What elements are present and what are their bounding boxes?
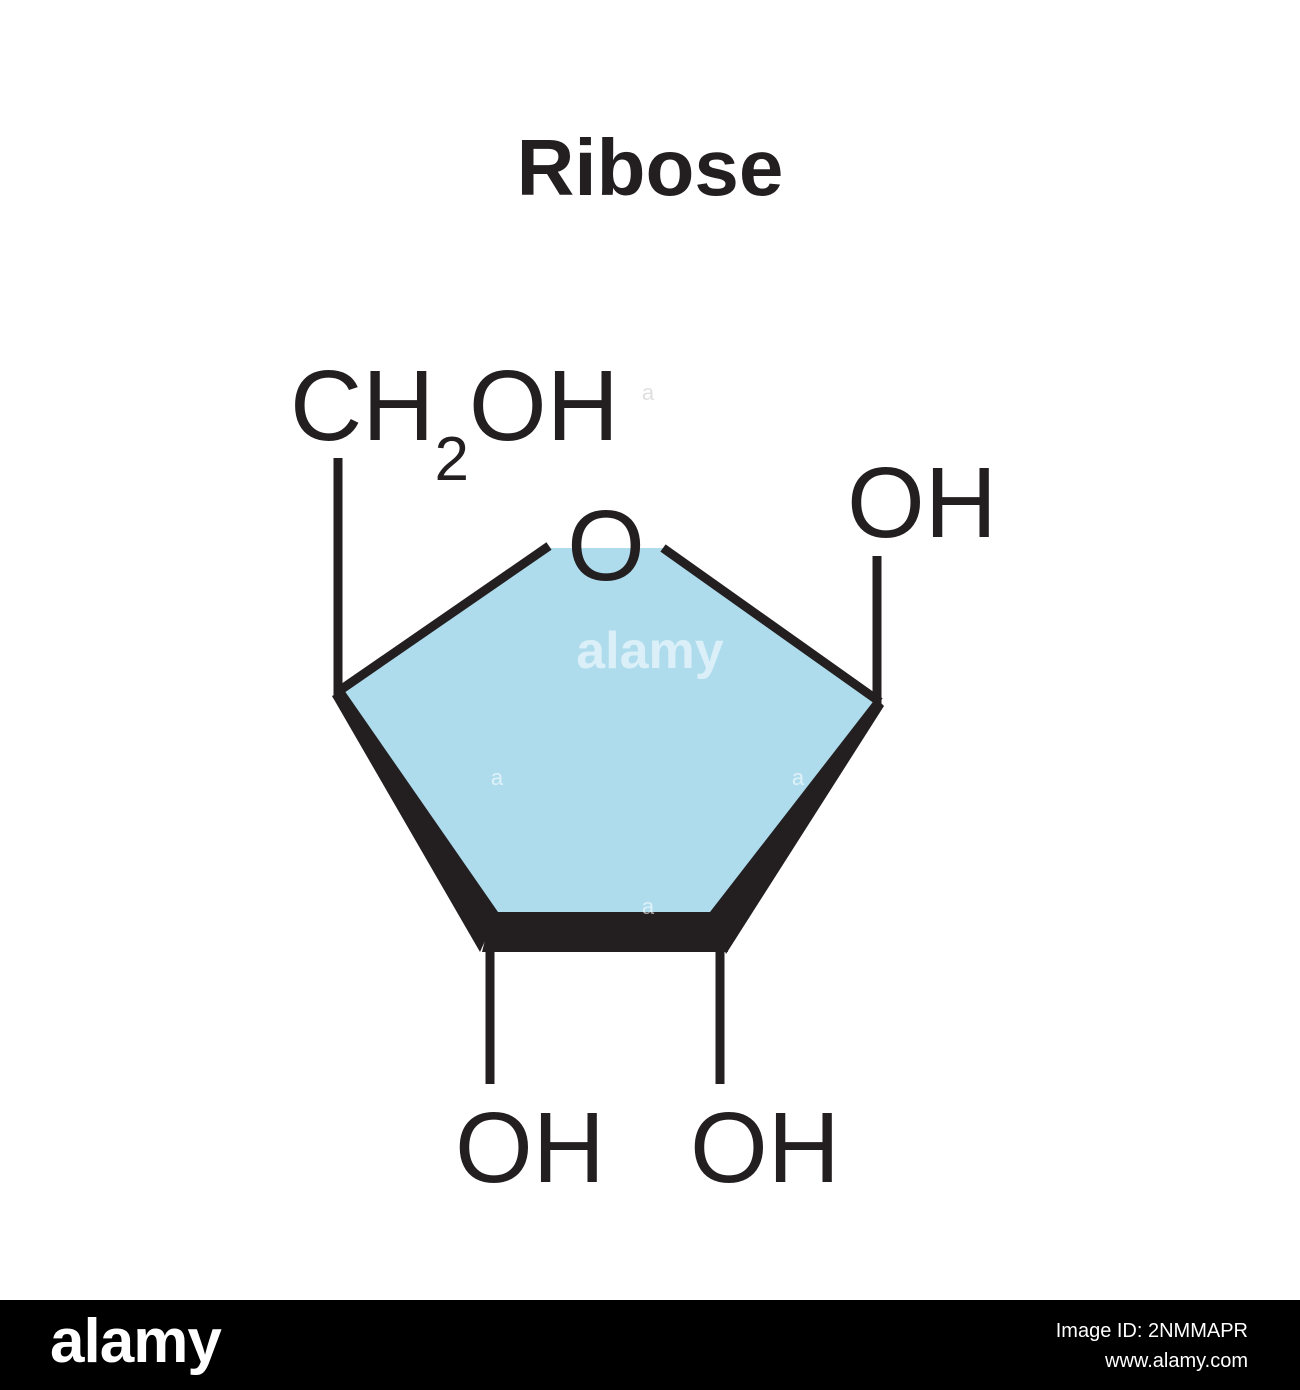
watermark-mark-right: a	[792, 765, 805, 790]
watermark-center: alamy	[576, 622, 724, 680]
substituent-bonds	[333, 458, 882, 1084]
oh-label-bottom-left: OH	[455, 1092, 605, 1204]
diagram-canvas: Ribose O CH2OH OH OH OH alamy	[290, 123, 997, 1204]
ring-oxygen-label: O	[567, 490, 645, 602]
ch2oh-ch: CH	[290, 350, 434, 462]
ch2oh-subscript: 2	[434, 425, 468, 494]
footer-logo[interactable]: alamy	[50, 1307, 222, 1376]
wedge-bond-left	[332, 690, 498, 952]
watermark-mark-top: a	[642, 380, 655, 405]
bond-c4-o	[333, 542, 552, 697]
footer-bar: alamy Image ID: 2NMMAPR www.alamy.com	[0, 1300, 1300, 1390]
ring-fill	[338, 548, 877, 936]
wedge-bond-bottom	[482, 912, 728, 952]
watermark-mark-left: a	[491, 765, 504, 790]
diagram-title: Ribose	[517, 123, 784, 212]
oh-label-top-right: OH	[847, 447, 997, 559]
watermark-mark-bottom: a	[642, 894, 655, 919]
ch2oh-label: CH2OH	[290, 350, 619, 494]
ch2oh-oh: OH	[469, 350, 619, 462]
bond-o-c1	[660, 544, 883, 706]
wedge-bond-right	[710, 698, 884, 954]
ribose-structure: Ribose O CH2OH OH OH OH alamy	[290, 123, 997, 1204]
footer-url-link[interactable]: www.alamy.com	[1105, 1350, 1248, 1372]
footer-image-id: Image ID: 2NMMAPR	[1055, 1320, 1248, 1342]
oh-label-bottom-right: OH	[690, 1092, 840, 1204]
